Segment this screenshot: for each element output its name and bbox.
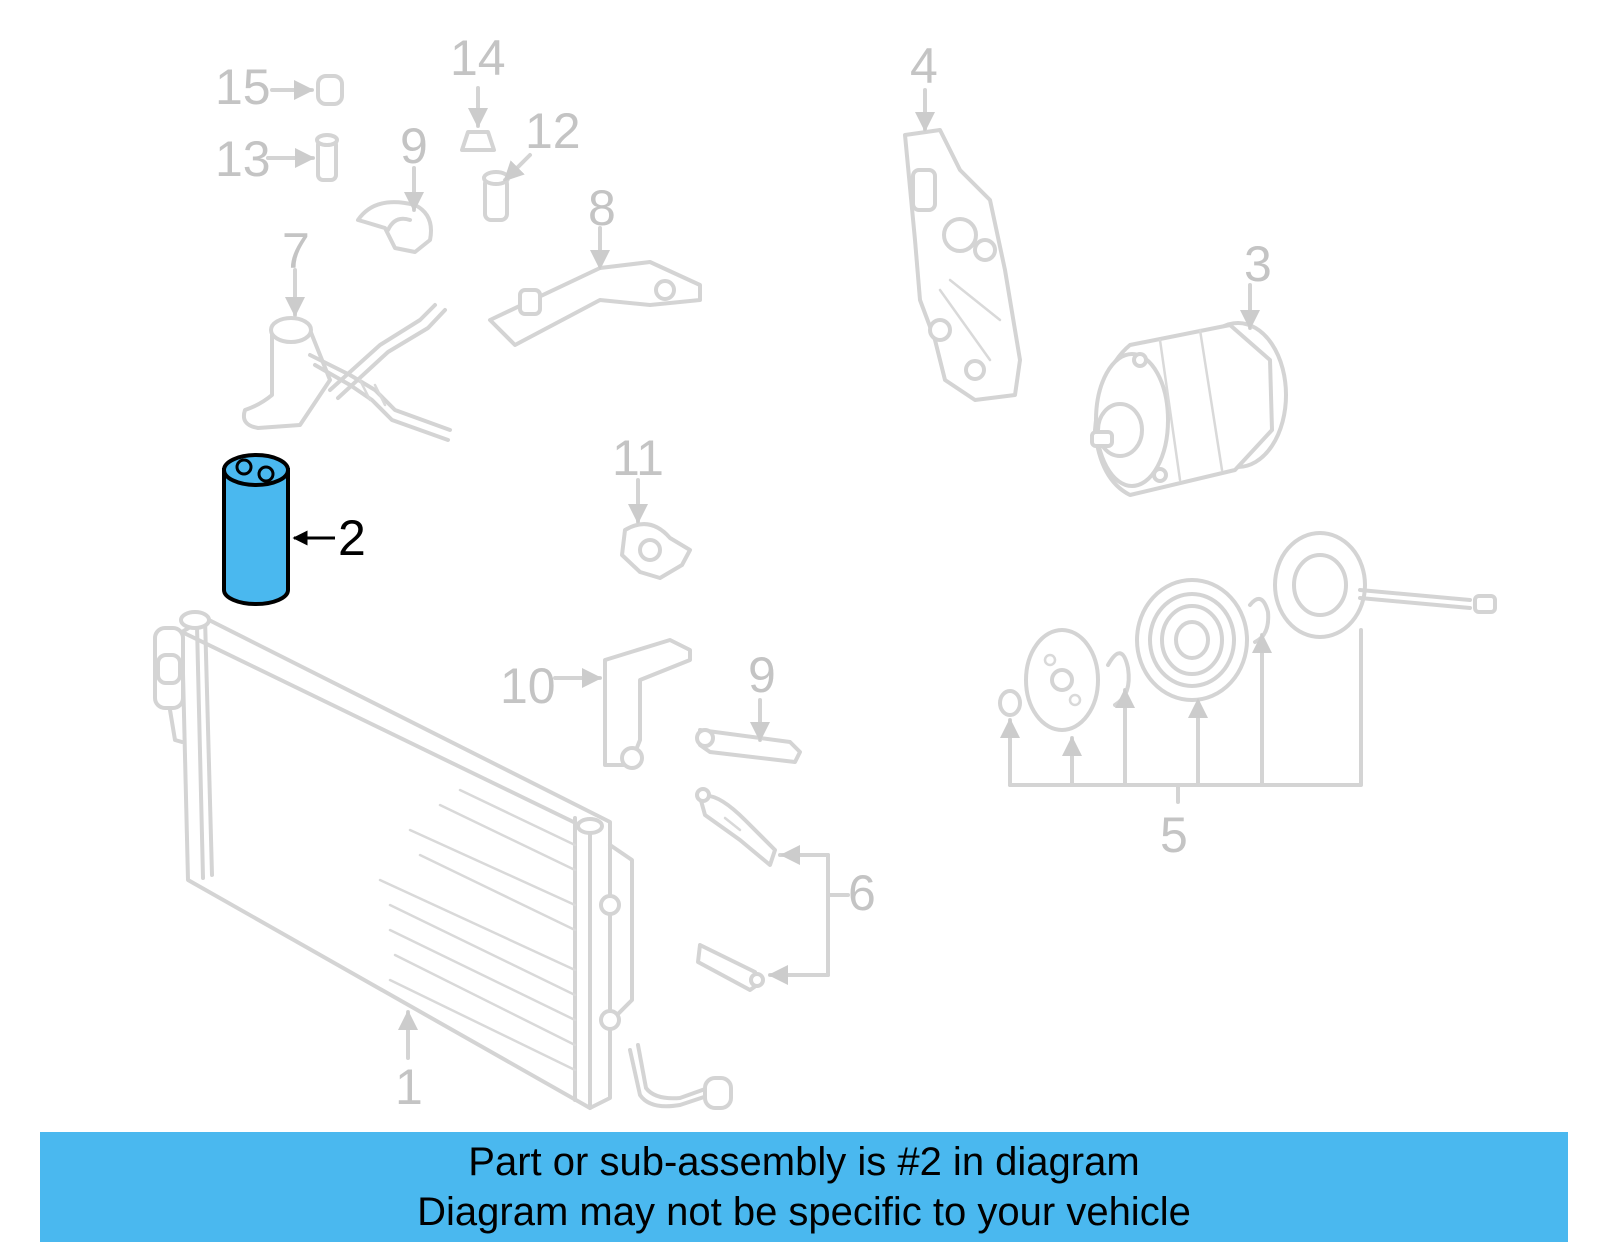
callout-9-upper: 9 <box>400 118 428 174</box>
callout-9-lower: 9 <box>748 647 776 703</box>
suction-line-part-7[interactable] <box>241 268 452 442</box>
callout-11: 11 <box>612 430 664 486</box>
nut-part-15[interactable] <box>270 74 344 106</box>
clutch-kit-part-5[interactable] <box>998 531 1497 804</box>
bracket-part-10[interactable] <box>553 638 692 770</box>
callout-15: 15 <box>215 59 271 115</box>
hose-part-6[interactable] <box>695 787 850 992</box>
insulator-part-9-upper[interactable] <box>356 166 433 254</box>
callout-2: 2 <box>338 510 366 566</box>
callout-7: 7 <box>282 223 310 279</box>
banner-line-1: Part or sub-assembly is #2 in diagram <box>468 1140 1140 1184</box>
callout-3: 3 <box>1244 236 1272 292</box>
callout-10: 10 <box>500 658 556 714</box>
callout-1: 1 <box>395 1059 423 1115</box>
callout-13: 13 <box>215 131 271 187</box>
compressor-part-3[interactable] <box>1090 283 1288 497</box>
sensor-part-13[interactable] <box>266 133 339 182</box>
callout-5: 5 <box>1160 807 1188 863</box>
mounting-bracket-part-4[interactable] <box>903 88 1022 402</box>
receiver-drier-part-2[interactable] <box>222 453 335 606</box>
callout-6: 6 <box>848 865 876 921</box>
callout-8: 8 <box>588 180 616 236</box>
condenser-part-1[interactable] <box>153 610 733 1110</box>
callout-4: 4 <box>910 38 938 94</box>
banner-line-2: Diagram may not be specific to your vehi… <box>417 1190 1191 1234</box>
switch-part-12[interactable] <box>482 153 532 222</box>
callout-12: 12 <box>525 103 581 159</box>
insulator-part-11[interactable] <box>620 478 692 580</box>
info-banner: Part or sub-assembly is #2 in diagram Di… <box>40 1132 1568 1242</box>
hose-part-9-lower[interactable] <box>695 698 802 764</box>
callout-14: 14 <box>450 30 506 86</box>
cap-part-14[interactable] <box>460 86 496 152</box>
bracket-part-8[interactable] <box>488 226 702 347</box>
